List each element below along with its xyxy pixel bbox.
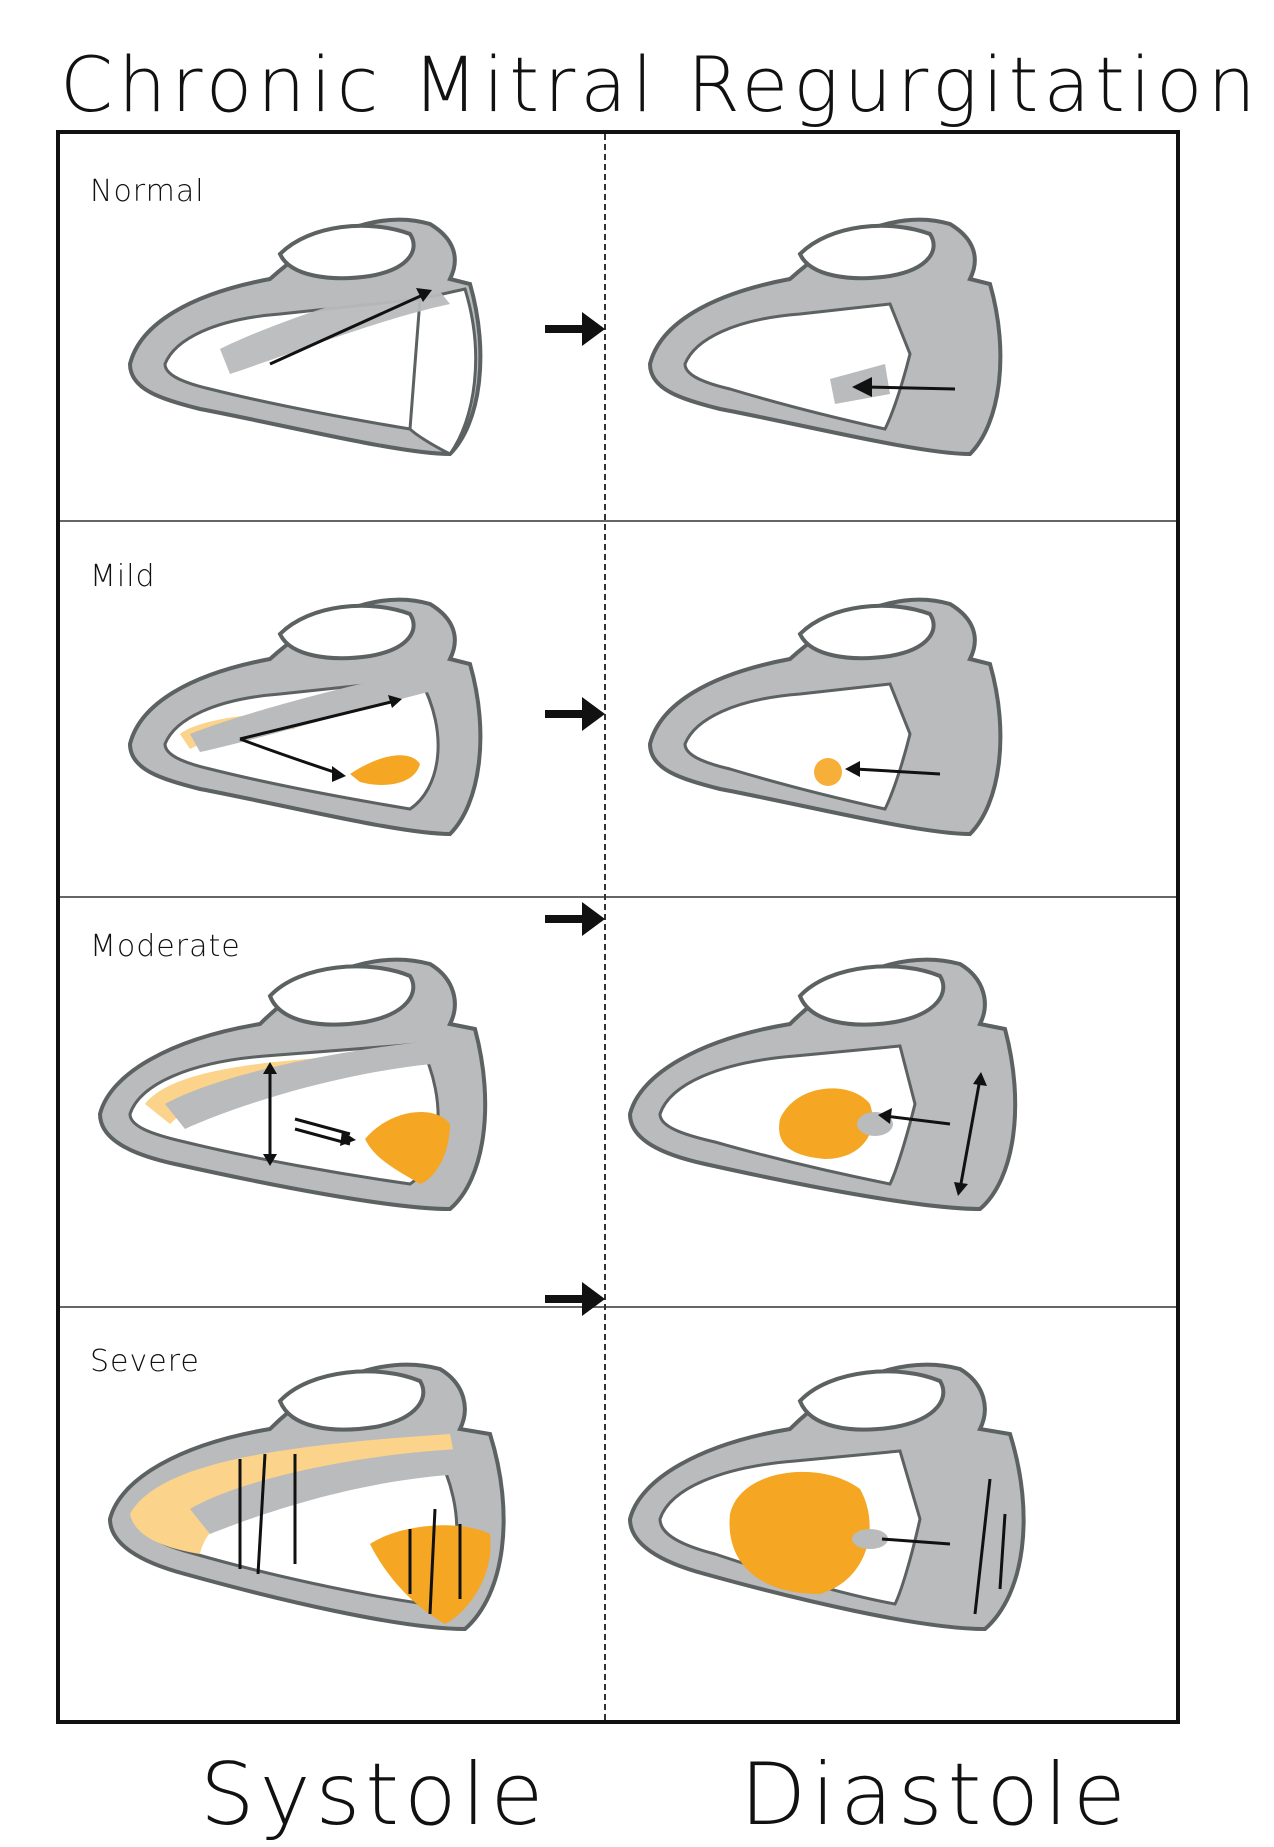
heart-systole-severe (100, 1349, 570, 1689)
atrium (800, 606, 934, 658)
phase-arrow (540, 689, 610, 739)
flow-arrow (865, 387, 955, 389)
atrium (280, 606, 414, 658)
atrium (280, 226, 414, 278)
heart-diastole-mild (640, 584, 1080, 884)
row-divider (60, 520, 1176, 522)
atrium (800, 966, 943, 1024)
heart-systole-mild (120, 584, 560, 884)
phase-arrow (540, 1274, 610, 1324)
atrium (800, 1371, 943, 1429)
diagram-frame: Normal Mild Moderate Severe (56, 130, 1180, 1724)
atrium (800, 226, 934, 278)
regurgitant-jet (814, 758, 842, 786)
phase-arrow (540, 304, 610, 354)
atrium (270, 966, 413, 1024)
column-label-systole: Systole (200, 1745, 548, 1845)
heart-diastole-severe (620, 1349, 1080, 1689)
heart-diastole-moderate (620, 944, 1080, 1274)
heart-diastole-normal (640, 204, 1080, 504)
column-label-diastole: Diastole (740, 1745, 1131, 1845)
heart-systole-moderate (90, 944, 560, 1274)
page-title: Chronic Mitral Regurgitation (60, 40, 1220, 130)
atrium (280, 1371, 423, 1429)
row-divider (60, 1306, 1176, 1308)
phase-arrow (540, 894, 610, 944)
row-divider (60, 896, 1176, 898)
heart-systole-normal (120, 204, 560, 504)
